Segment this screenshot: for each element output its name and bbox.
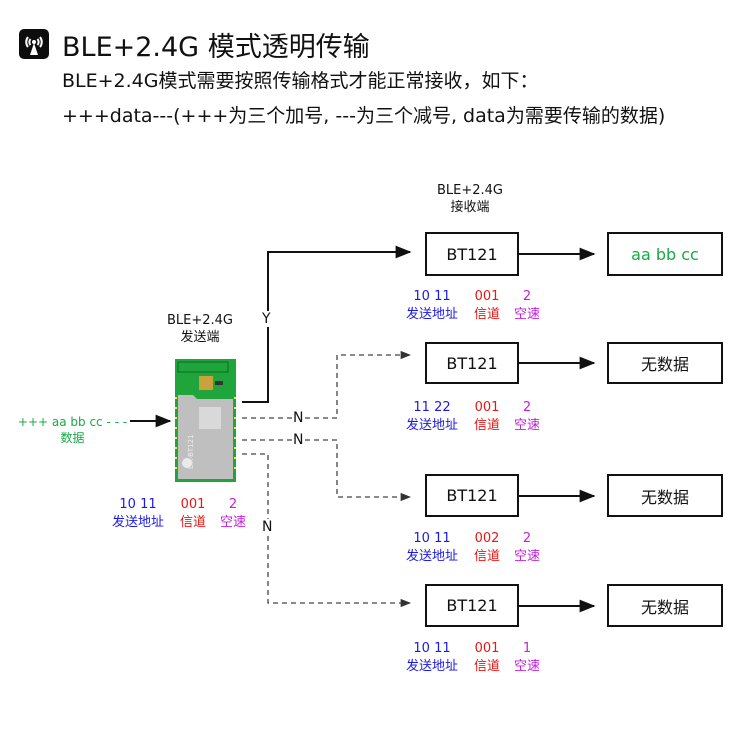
page-title: BLE+2.4G 模式透明传输	[62, 32, 370, 63]
branch-n2-line	[242, 439, 412, 502]
svg-text:DX-BT121: DX-BT121	[187, 434, 195, 469]
branch-label-n: N	[292, 410, 305, 426]
branch-y-line	[242, 245, 412, 403]
receiver-box: BT121	[425, 584, 519, 627]
branch-label-n: N	[292, 432, 305, 448]
wireless-antenna-icon	[19, 29, 49, 59]
output-box: 无数据	[607, 584, 723, 627]
branch-n1-line	[242, 350, 412, 419]
branch-label-n: N	[261, 519, 274, 535]
receiver-box: BT121	[425, 474, 519, 517]
description-line-2: +++data---(+++为三个加号, ---为三个减号, data为需要传输…	[62, 105, 666, 127]
receiver-box: BT121	[425, 342, 519, 384]
sender-input-data: +++ aa bb cc - - - 数据	[17, 415, 128, 445]
branch-label-y: Y	[261, 311, 272, 327]
output-box: aa bb cc	[607, 232, 723, 276]
receiver-label: BLE+2.4G 接收端	[436, 183, 503, 215]
output-box: 无数据	[607, 474, 723, 517]
sender-label: BLE+2.4G 发送端	[166, 313, 233, 345]
bt121-module-image: DX-BT121	[175, 359, 236, 482]
receiver-box: BT121	[425, 232, 519, 276]
output-box: 无数据	[607, 342, 723, 384]
description-line-1: BLE+2.4G模式需要按照传输格式才能正常接收，如下：	[62, 70, 539, 92]
